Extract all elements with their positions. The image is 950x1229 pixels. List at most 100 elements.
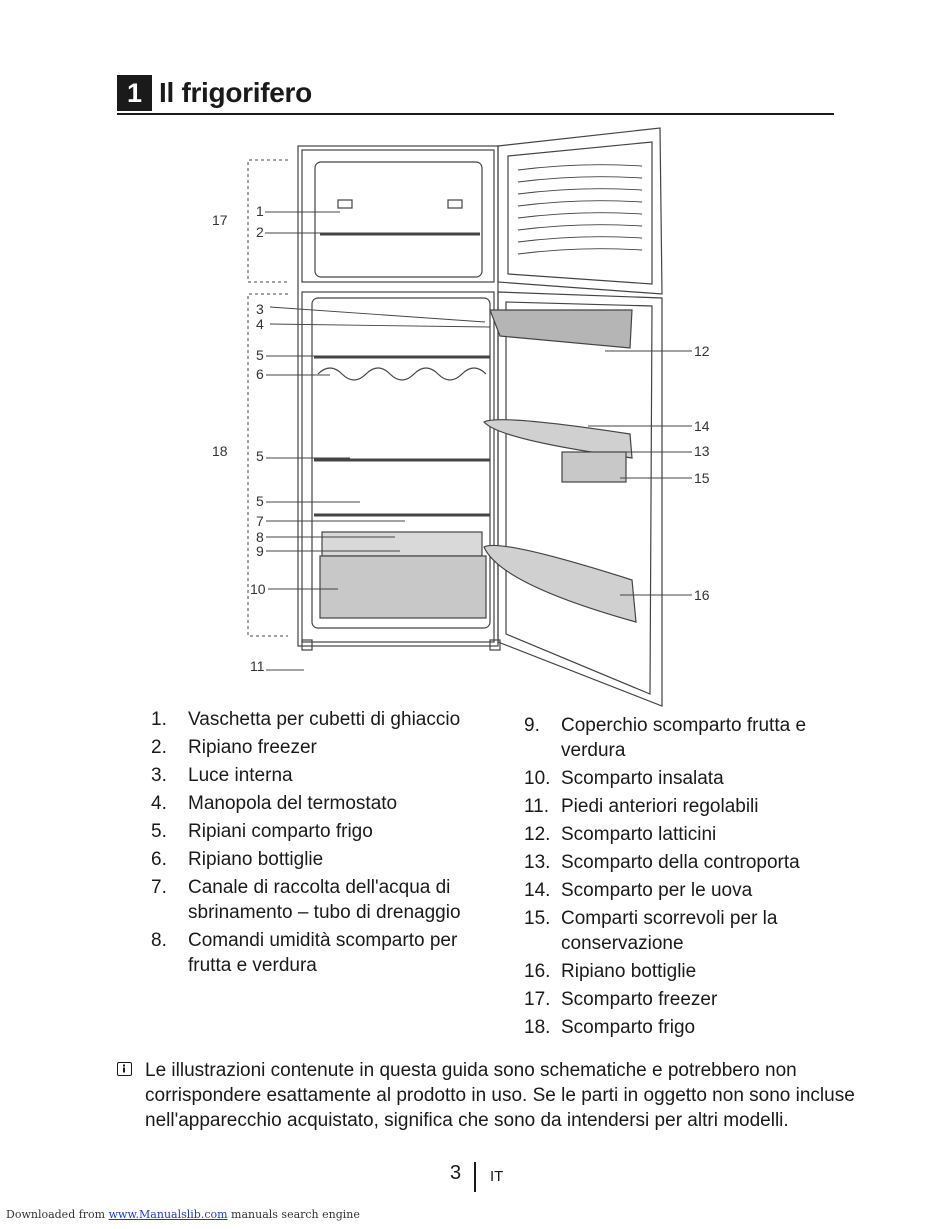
callout-1: 1 [256,203,264,219]
parts-list-right: 9. Coperchio scomparto frutta e verdura 1… [524,713,844,1043]
fridge-door-inner [505,301,653,695]
list-item: 9. Coperchio scomparto frutta e verdura [524,713,844,763]
callout-7: 7 [256,513,264,529]
dairy-compartment [489,309,633,349]
item-text: Ripiano freezer [188,737,317,758]
item-text: Scomparto latticini [561,824,717,845]
list-item: 12.Scomparto latticini [524,822,844,847]
item-number: 11. [524,796,550,817]
item-number: 9. [524,715,540,736]
callout-16: 16 [694,587,710,603]
callout-14: 14 [694,418,710,434]
language-code: IT [490,1168,504,1185]
item-text: Coperchio scomparto frutta e verdura [561,715,807,761]
foot-left [301,639,313,651]
item-text: Scomparto freezer [561,989,718,1010]
freezer-door-inner [507,141,653,285]
manualslib-link[interactable]: www.Manualslib.com [108,1208,228,1221]
section-header: 1 Il frigorifero [117,75,834,115]
item-text: Scomparto della controporta [561,852,800,873]
item-text: Piedi anteriori regolabili [561,796,759,817]
callout-10: 10 [250,581,266,597]
salad-drawer [319,555,487,619]
page-number: 3 [450,1162,462,1184]
parts-list-left: 1. Vaschetta per cubetti di ghiaccio 2. Ri… [151,707,461,981]
footer-prefix: Downloaded from [6,1208,109,1221]
compartment-brackets [247,159,288,637]
callout-18: 18 [212,443,228,459]
door-shelf-middle [483,419,633,459]
item-number: 7. [151,877,167,898]
item-number: 4. [151,793,167,814]
callout-6: 6 [256,366,264,382]
item-text: Comparti scorrevoli per la conservazione [561,908,778,954]
callout-15: 15 [694,470,710,486]
callout-8: 8 [256,529,264,545]
item-text: Scomparto insalata [561,768,724,789]
item-text: Canale di raccolta dell'acqua di sbrinam… [188,877,461,923]
list-item: 14.Scomparto per le uova [524,878,844,903]
item-text: Scomparto frigo [561,1017,696,1038]
item-text: Ripiano bottiglie [561,961,697,982]
list-item: 6. Ripiano bottiglie [151,847,461,872]
freezer-door [497,127,663,295]
section-title: Il frigorifero [159,77,312,108]
list-item: 13. Scomparto della controporta [524,850,844,875]
item-number: 3. [151,765,167,786]
list-item: 10. Scomparto insalata [524,766,844,791]
callout-2: 2 [256,224,264,240]
item-number: 16. [524,961,551,982]
list-item: 18. Scomparto frigo [524,1015,844,1040]
list-item: 16. Ripiano bottiglie [524,959,844,984]
item-number: 10. [524,768,551,789]
item-text: Manopola del termostato [188,793,398,814]
info-icon [117,1062,132,1076]
door-bottle-shelf [483,544,637,623]
list-item: 5. Ripiani comparto frigo [151,819,461,844]
freezer-door-ribs [517,164,643,255]
fridge-inner [311,297,491,629]
list-item: 8.Comandi umidità scomparto per frutta e… [151,928,461,978]
item-number: 14. [524,880,551,901]
note-text: Le illustrazioni contenute in questa gui… [145,1060,855,1131]
callout-4: 4 [256,316,264,332]
ice-tray-clip-left [337,199,353,209]
section-number: 1 [117,75,152,111]
refrigerator-diagram: 1 2 3 4 5 6 5 5 7 8 9 10 11 12 14 13 15 … [200,122,740,712]
list-item: 7. Canale di raccolta dell'acqua di sbrin… [151,875,461,925]
item-text: Luce interna [188,765,293,786]
list-item: 2. Ripiano freezer [151,735,461,760]
item-text: Ripiani comparto frigo [188,821,373,842]
item-number: 1. [151,709,167,730]
item-number: 5. [151,821,167,842]
list-item: 4. Manopola del termostato [151,791,461,816]
item-number: 15. [524,908,551,929]
foot-right [489,639,501,651]
download-footer: Downloaded from www.Manualslib.com manua… [6,1208,360,1221]
fridge-door [497,291,663,707]
bottle-shelf [317,367,487,381]
list-item: 17. Scomparto freezer [524,987,844,1012]
callout-12: 12 [694,343,710,359]
item-text: Comandi umidità scomparto per frutta e v… [188,930,458,976]
callout-13: 13 [694,443,710,459]
item-number: 6. [151,849,167,870]
fridge-compartment [301,291,495,643]
callout-labels: 1 2 3 4 5 6 5 5 7 8 9 10 11 12 14 13 15 … [212,203,710,674]
callout-5c: 5 [256,493,264,509]
crisper-cover [321,531,483,557]
item-number: 13. [524,852,551,873]
page-separator [474,1162,476,1192]
list-item: 11. Piedi anteriori regolabili [524,794,844,819]
refrigerator-illustration: 1 2 3 4 5 6 5 5 7 8 9 10 11 12 14 13 15 … [212,127,710,707]
callout-11: 11 [250,658,265,674]
item-number: 17. [524,989,551,1010]
item-number: 2. [151,737,167,758]
callout-3: 3 [256,301,264,317]
item-number: 18. [524,1017,551,1038]
item-text: Vaschetta per cubetti di ghiaccio [188,709,461,730]
callout-9: 9 [256,543,264,559]
callout-5b: 5 [256,448,264,464]
footer-suffix: manuals search engine [227,1208,360,1221]
item-text: Ripiano bottiglie [188,849,324,870]
